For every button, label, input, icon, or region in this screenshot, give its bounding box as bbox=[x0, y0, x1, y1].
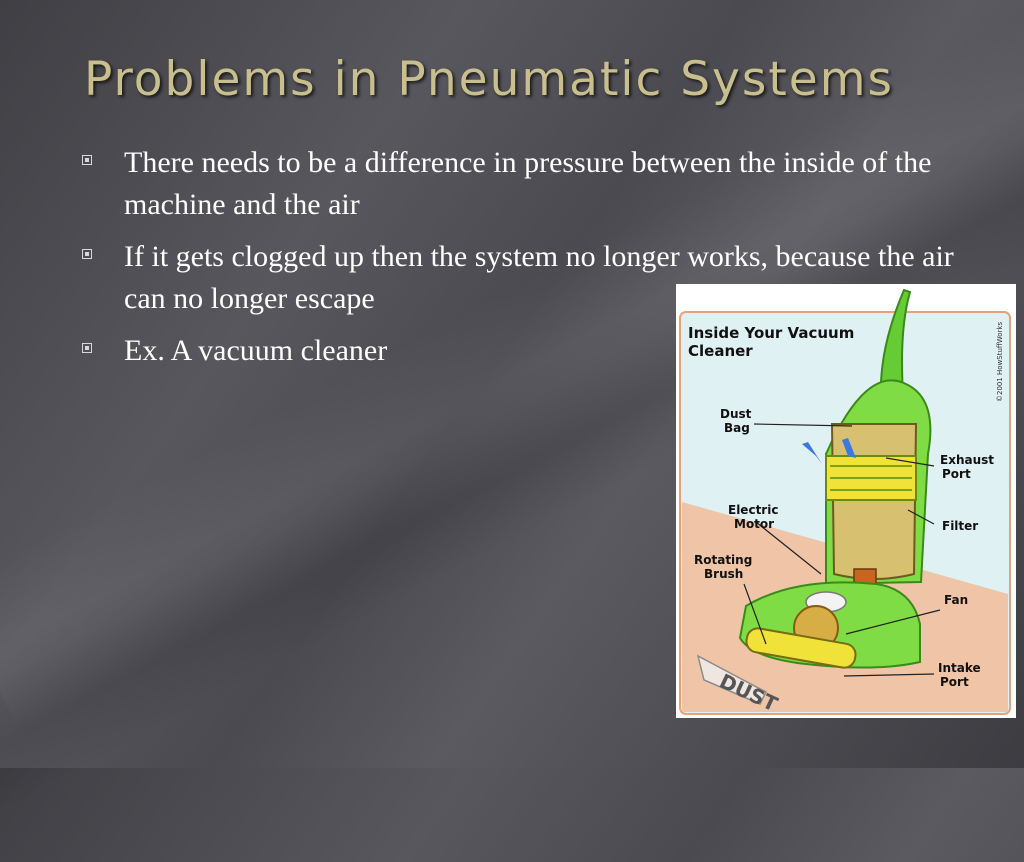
label-rotating-brush-2: Brush bbox=[704, 567, 743, 581]
square-bullet-icon bbox=[82, 343, 92, 353]
exhaust-arrow-left-icon bbox=[802, 442, 822, 464]
label-rotating-brush-1: Rotating bbox=[694, 553, 752, 567]
copyright-text: ©2001 HowStuffWorks bbox=[996, 322, 1004, 402]
slide-title: Problems in Pneumatic Systems bbox=[84, 52, 894, 107]
label-electric-motor-1: Electric bbox=[728, 503, 778, 517]
label-intake-port-2: Port bbox=[940, 675, 969, 689]
bullet-item: Ex. A vacuum cleaner bbox=[82, 330, 962, 372]
dust-arrow-icon bbox=[696, 654, 767, 705]
label-exhaust-port-2: Port bbox=[942, 467, 971, 481]
diagram-title-line2: Cleaner bbox=[688, 342, 753, 360]
label-intake-port-1: Intake bbox=[938, 661, 981, 675]
bullet-text: If it gets clogged up then the system no… bbox=[124, 240, 954, 315]
exhaust-arrow-right-icon bbox=[842, 438, 856, 458]
bullet-item: There needs to be a difference in pressu… bbox=[82, 142, 962, 226]
vacuum-diagram-image: DUST Inside Your Vacuum Cleaner ©2001 Ho… bbox=[676, 284, 1016, 718]
label-dust-bag-2: Bag bbox=[724, 421, 750, 435]
brush-shape bbox=[745, 627, 857, 669]
leader-lines bbox=[743, 423, 941, 677]
square-bullet-icon bbox=[82, 155, 92, 165]
label-filter: Filter bbox=[942, 519, 978, 533]
label-dust-bag-1: Dust bbox=[720, 407, 752, 421]
bullet-text: There needs to be a difference in pressu… bbox=[124, 146, 932, 221]
diagram-title-line1: Inside Your Vacuum bbox=[688, 324, 854, 342]
square-bullet-icon bbox=[82, 249, 92, 259]
bullet-list: There needs to be a difference in pressu… bbox=[82, 142, 962, 382]
label-exhaust-port-1: Exhaust bbox=[940, 453, 994, 467]
label-fan: Fan bbox=[944, 593, 968, 607]
dust-bag-shape bbox=[830, 423, 918, 580]
bullet-item: If it gets clogged up then the system no… bbox=[82, 236, 962, 320]
filter-lines bbox=[830, 465, 912, 491]
label-electric-motor-2: Motor bbox=[734, 517, 774, 531]
bullet-text: Ex. A vacuum cleaner bbox=[124, 334, 388, 367]
vacuum-diagram-svg: DUST Inside Your Vacuum Cleaner ©2001 Ho… bbox=[679, 288, 1011, 716]
